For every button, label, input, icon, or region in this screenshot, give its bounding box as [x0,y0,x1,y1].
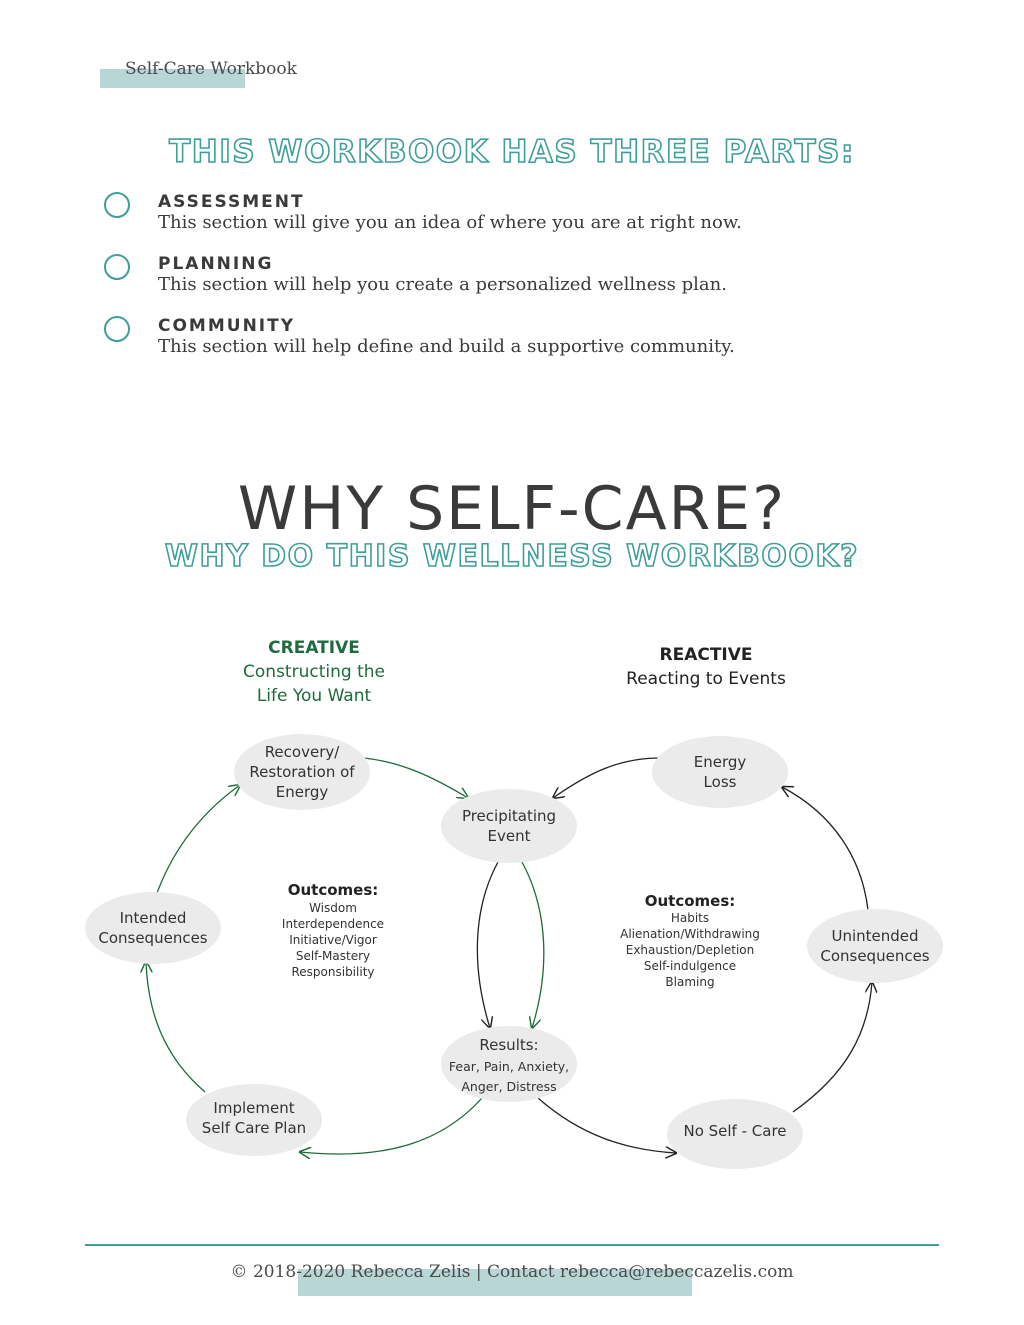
svg-text:Alienation/Withdrawing: Alienation/Withdrawing [620,927,760,941]
arrow-unintended-to-energy-loss [782,787,869,911]
svg-text:Consequences: Consequences [820,947,929,965]
outcomes-creative: Outcomes: Wisdom Interdependence Initiat… [282,881,384,979]
svg-text:Interdependence: Interdependence [282,917,384,931]
planning-label: PLANNING [158,254,274,274]
arrow-no-self-care-to-unintended [792,982,872,1113]
svg-text:Wisdom: Wisdom [309,901,357,915]
arrow-results-to-implement [300,1097,483,1154]
svg-text:Self-indulgence: Self-indulgence [644,959,736,973]
why-subtitle: WHY DO THIS WELLNESS WORKBOOK? [164,538,860,575]
svg-text:Intended: Intended [120,909,187,927]
svg-text:Fear, Pain, Anxiety,: Fear, Pain, Anxiety, [449,1059,569,1074]
svg-text:Habits: Habits [671,911,709,925]
footer-divider [85,1244,939,1246]
svg-text:Outcomes:: Outcomes: [645,892,736,910]
parts-title: THIS WORKBOOK HAS THREE PARTS: [168,133,855,171]
svg-text:Restoration of: Restoration of [249,763,355,781]
svg-text:Loss: Loss [704,773,737,791]
creative-line-2: Life You Want [257,686,372,706]
node-implement-self-care-plan: Implement Self Care Plan [186,1084,322,1156]
svg-text:Energy: Energy [694,753,747,771]
svg-text:Results:: Results: [479,1036,538,1054]
why-self-care-title: WHY SELF-CARE? [237,474,787,544]
node-energy-loss: Energy Loss [652,736,788,808]
arrow-intended-to-recovery [156,785,240,894]
self-care-cycle-diagram: CREATIVE Constructing the Life You Want … [85,638,943,1169]
node-recovery: Recovery/ Restoration of Energy [234,734,370,810]
header-highlight [100,69,245,88]
arrow-event-to-results-black [476,861,499,1028]
arrow-energy-loss-to-event [553,757,661,798]
svg-text:Blaming: Blaming [665,975,714,989]
arrow-results-to-no-self-care [537,1097,676,1153]
svg-text:Consequences: Consequences [98,929,207,947]
node-unintended-consequences: Unintended Consequences [807,909,943,983]
creative-title: CREATIVE [268,638,360,658]
footer-copyright: © 2018-2020 Rebecca Zelis | Contact rebe… [230,1262,794,1282]
node-results: Results: Fear, Pain, Anxiety, Anger, Dis… [441,1026,577,1102]
node-precipitating-event: Precipitating Event [441,789,577,863]
planning-description: This section will help you create a pers… [158,274,727,295]
outcomes-reactive: Outcomes: Habits Alienation/Withdrawing … [620,892,760,989]
svg-text:Responsibility: Responsibility [291,965,374,979]
assessment-label: ASSESSMENT [158,192,305,212]
svg-text:Recovery/: Recovery/ [265,743,341,761]
footer-highlight [298,1269,692,1296]
arrow-implement-to-intended [146,962,206,1093]
assessment-description: This section will give you an idea of wh… [158,212,742,233]
svg-text:Energy: Energy [276,783,329,801]
node-no-self-care: No Self - Care [667,1099,803,1169]
svg-text:Exhaustion/Depletion: Exhaustion/Depletion [626,943,754,957]
svg-text:Outcomes:: Outcomes: [288,881,379,899]
planning-checkbox[interactable] [104,254,130,280]
reactive-line-1: Reacting to Events [626,669,786,689]
community-checkbox[interactable] [104,316,130,342]
arrow-recovery-to-event [363,757,468,798]
reactive-title: REACTIVE [659,645,752,665]
svg-text:Anger, Distress: Anger, Distress [461,1079,556,1094]
node-intended-consequences: Intended Consequences [85,892,221,964]
svg-text:Unintended: Unintended [831,927,918,945]
svg-text:No Self - Care: No Self - Care [683,1122,786,1140]
svg-text:Implement: Implement [213,1099,294,1117]
creative-line-1: Constructing the [243,662,385,682]
header-label: Self-Care Workbook [125,59,297,79]
community-label: COMMUNITY [158,316,296,336]
assessment-checkbox[interactable] [104,192,130,218]
svg-text:Self-Mastery: Self-Mastery [296,949,370,963]
arrow-event-to-results-green [521,861,545,1028]
community-description: This section will help define and build … [158,336,735,357]
svg-text:Initiative/Vigor: Initiative/Vigor [289,933,377,947]
svg-text:Self Care Plan: Self Care Plan [202,1119,306,1137]
svg-text:Precipitating: Precipitating [462,807,556,825]
svg-text:Event: Event [488,827,531,845]
